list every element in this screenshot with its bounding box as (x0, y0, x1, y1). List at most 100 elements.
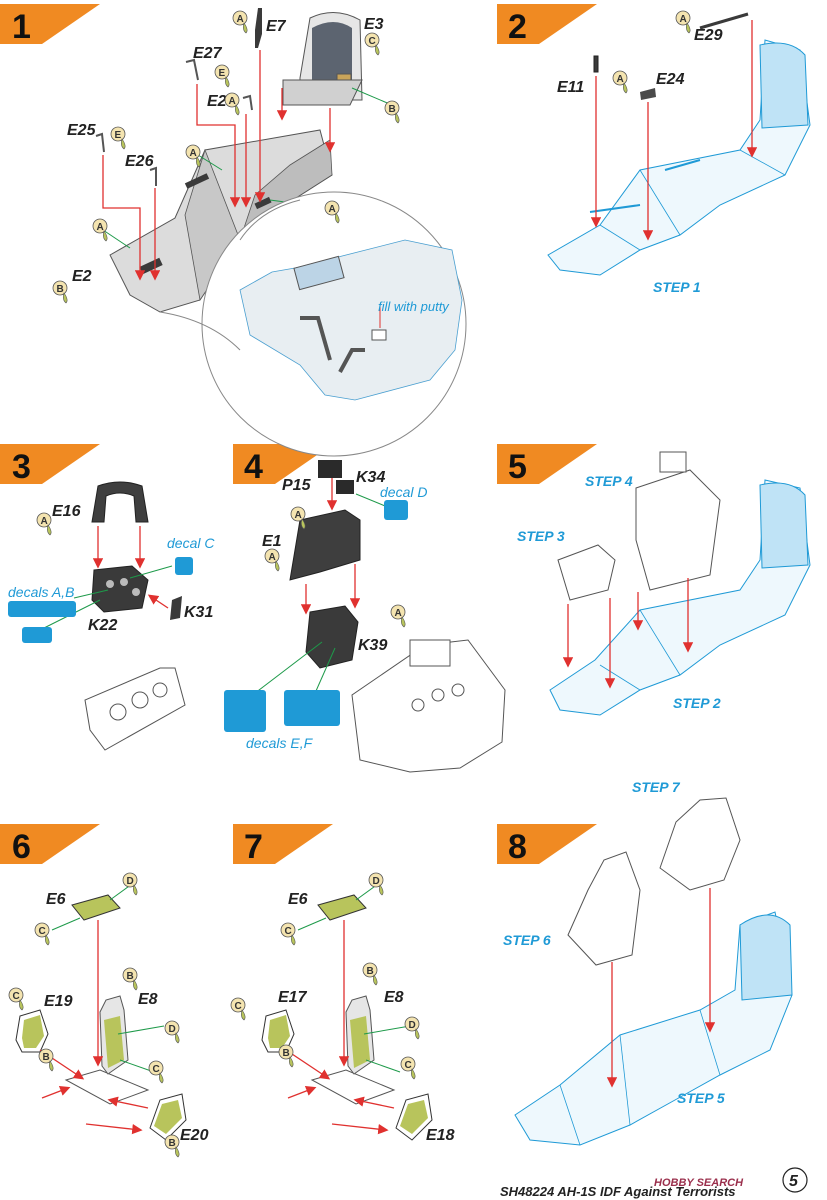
step-8-banner: 8 (497, 824, 597, 866)
svg-text:A: A (97, 222, 104, 233)
svg-text:A: A (295, 510, 302, 521)
step-8-assembly (514, 797, 793, 1146)
label-p15: P15 (282, 477, 312, 494)
page-number-circle (782, 1167, 808, 1193)
paint-code-d-drop: D (368, 872, 384, 896)
paint-code-c-drop: C (280, 922, 296, 946)
svg-text:A: A (617, 74, 624, 85)
label-e26: E26 (125, 153, 154, 170)
e7-part (255, 8, 262, 48)
svg-text:A: A (229, 96, 236, 107)
label-k34: K34 (356, 469, 385, 486)
label-e2: E2 (72, 268, 92, 285)
svg-text:A: A (190, 148, 197, 159)
fill-putty-note: fill with putty (378, 299, 450, 314)
svg-text:C: C (285, 926, 292, 937)
paint-code-a-drop: A (290, 506, 306, 530)
step-3-banner: 3 (0, 444, 100, 486)
paint-code-c-drop: C (230, 997, 246, 1021)
svg-text:C: C (153, 1064, 160, 1075)
step-1-number: 1 (12, 8, 31, 46)
paint-code-a-drop: A (675, 10, 691, 34)
e26-part (149, 166, 157, 186)
step-7-banner: 7 (233, 824, 333, 866)
e25-part (95, 132, 105, 153)
svg-text:D: D (373, 876, 380, 887)
paint-code-c-drop: C (34, 922, 50, 946)
label-e18: E18 (426, 1127, 455, 1144)
paint-code-d-drop: D (122, 872, 138, 896)
step-1-banner: 1 (0, 4, 100, 46)
label-k22: K22 (88, 617, 117, 634)
step-6-ref: STEP 6 (503, 932, 551, 948)
svg-text:B: B (389, 104, 396, 115)
e3-rear-bulkhead (282, 12, 363, 106)
label-e8-step6: E8 (138, 991, 158, 1008)
svg-text:E: E (115, 130, 122, 141)
svg-text:A: A (329, 204, 336, 215)
step-5-banner: 5 (497, 444, 597, 486)
label-k39: K39 (358, 637, 387, 654)
svg-text:B: B (57, 284, 64, 295)
step-2-ref: STEP 2 (673, 695, 721, 711)
paint-code-a-drop: A (390, 604, 406, 628)
paint-code-d-drop: D (164, 1020, 180, 1044)
svg-text:A: A (269, 552, 276, 563)
svg-text:A: A (395, 608, 402, 619)
svg-text:B: B (169, 1138, 176, 1149)
paint-code-a-drop: A (36, 512, 52, 536)
paint-code-a-drop: A (232, 10, 248, 34)
step-7-ref: STEP 7 (632, 779, 681, 795)
svg-text:C: C (369, 36, 376, 47)
paint-code-d-drop: D (404, 1016, 420, 1040)
step-6-banner: 6 (0, 824, 100, 866)
step-1-ref: STEP 1 (653, 279, 701, 295)
label-e3: E3 (364, 16, 384, 33)
svg-text:C: C (39, 926, 46, 937)
page-number: 5 (789, 1173, 799, 1190)
label-e19: E19 (44, 993, 73, 1010)
paint-code-a-drop: A (224, 92, 240, 116)
svg-text:D: D (409, 1020, 416, 1031)
paint-code-a-drop: A (324, 200, 340, 224)
step-4-banner: 4 (233, 444, 333, 486)
paint-code-c-drop: C (148, 1060, 164, 1084)
label-e7: E7 (266, 18, 287, 35)
label-e11: E11 (557, 79, 584, 96)
paint-code-e-drop: E (110, 126, 126, 150)
step-3-number: 3 (12, 448, 31, 486)
label-e6-step6: E6 (46, 891, 66, 908)
e27-part (185, 58, 199, 81)
putty-detail-circle (201, 191, 467, 457)
svg-text:B: B (367, 966, 374, 977)
step-7-assembly (261, 883, 433, 1141)
svg-text:B: B (283, 1048, 290, 1059)
paint-code-a-drop: A (612, 70, 628, 94)
svg-text:E: E (219, 68, 226, 79)
step-6-number: 6 (12, 828, 31, 866)
label-e6-step7: E6 (288, 891, 308, 908)
label-e29: E29 (694, 27, 723, 44)
paint-code-b-drop: B (384, 100, 400, 124)
step-2-assembly (547, 12, 811, 276)
step-6-assembly (15, 883, 187, 1141)
step-5-ref: STEP 5 (677, 1090, 725, 1106)
step-3-assembly (8, 481, 193, 751)
label-e16: E16 (52, 503, 81, 520)
step-8-number: 8 (508, 828, 527, 866)
label-e1: E1 (262, 533, 282, 550)
paint-code-c-drop: C (400, 1056, 416, 1080)
step-5-assembly (549, 451, 811, 716)
svg-text:A: A (237, 14, 244, 25)
step-2-banner: 2 (497, 4, 597, 46)
hobby-search-watermark: HOBBY SEARCH (654, 1177, 744, 1189)
svg-text:B: B (43, 1052, 50, 1063)
paint-code-b-drop: B (52, 280, 68, 304)
paint-code-a-drop: A (264, 548, 280, 572)
paint-code-a-drop: A (92, 218, 108, 242)
label-e17: E17 (278, 989, 308, 1006)
step-4-number: 4 (244, 448, 263, 486)
decal-c-note: decal C (167, 535, 215, 551)
